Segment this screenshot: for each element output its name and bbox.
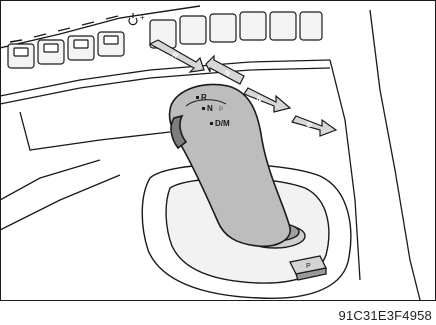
shift-dot-r — [196, 96, 199, 99]
shift-dot-dm — [210, 122, 213, 125]
shift-label-p: P — [219, 107, 223, 113]
shift-dot-n — [202, 107, 205, 110]
top-plus-mark: + — [140, 13, 145, 22]
shift-label-dm: D/M — [215, 119, 230, 128]
shift-label-n: N — [207, 104, 213, 113]
shift-label-r: R — [201, 93, 207, 102]
park-button-label: P — [306, 263, 311, 270]
figure-code: 91C31E3F4958 — [339, 308, 432, 323]
figure-frame: + — [0, 0, 436, 302]
